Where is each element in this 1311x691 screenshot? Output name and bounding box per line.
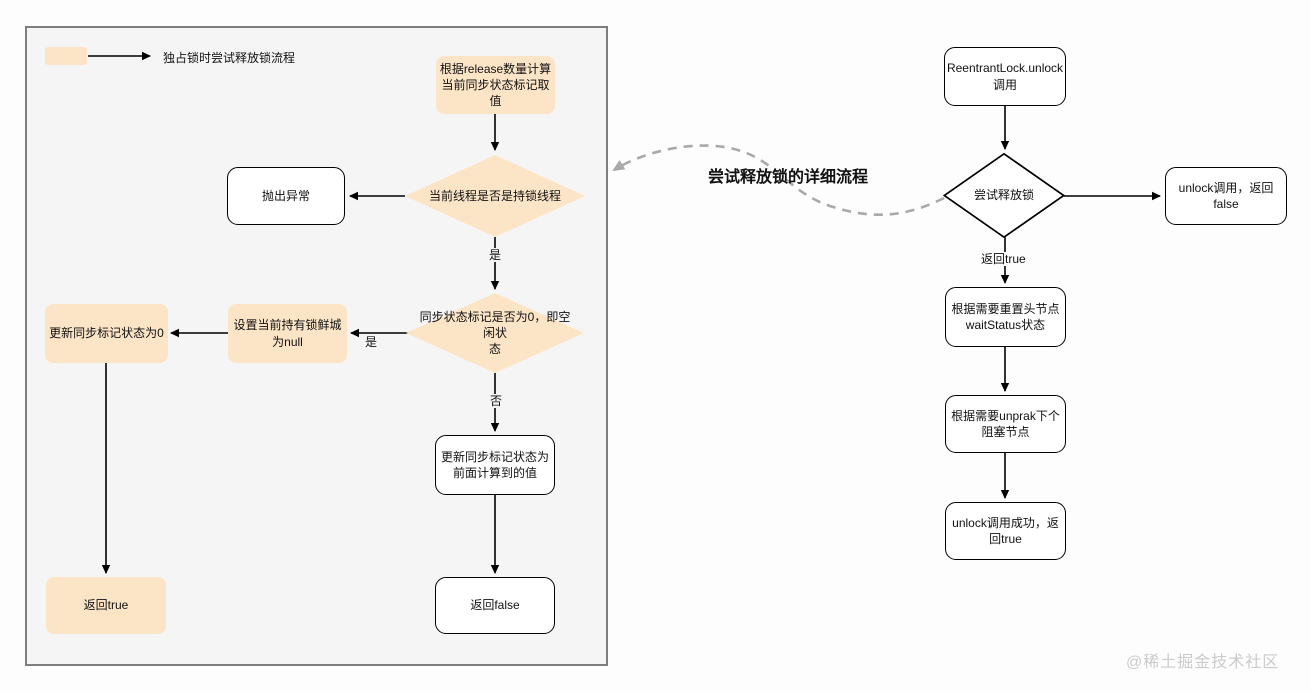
throw-exception-node: 抛出异常 xyxy=(227,167,345,225)
return-false-node: 返回false xyxy=(435,577,555,634)
try-release-decision: 尝试释放锁 xyxy=(943,153,1065,238)
calc-state-node: 根据release数量计算 当前同步状态标记取 值 xyxy=(436,56,555,114)
edge-label-return-true: 返回true xyxy=(979,252,1028,267)
return-false-label: 返回false xyxy=(470,598,520,613)
update-state-zero-node: 更新同步标记状态为0 xyxy=(45,304,168,363)
return-true-label: 返回true xyxy=(83,598,129,613)
update-state-zero-label: 更新同步标记状态为0 xyxy=(49,326,164,341)
reset-head-label: 根据需要重置头节点 waitStatus状态 xyxy=(951,301,1060,332)
throw-exception-label: 抛出异常 xyxy=(261,188,310,203)
unlock-call-node: ReentrantLock.unlock 调用 xyxy=(944,47,1066,106)
legend-label: 独占锁时尝试释放锁流程 xyxy=(163,51,296,65)
diamond-shape xyxy=(405,155,585,237)
detail-flow-title: 尝试释放锁的详细流程 xyxy=(707,169,868,186)
is-holder-thread-decision: 当前线程是否是持锁线程 xyxy=(405,155,585,237)
diamond-shape xyxy=(406,293,584,373)
is-state-zero-decision: 同步状态标记是否为0，即空闲状 态 xyxy=(406,293,584,373)
watermark: @稀土掘金技术社区 xyxy=(1126,654,1280,671)
diamond-shape xyxy=(943,153,1065,238)
is-state-zero-label: 同步状态标记是否为0，即空闲状 态 xyxy=(419,309,571,357)
update-state-calc-node: 更新同步标记状态为 前面计算到的值 xyxy=(435,435,555,495)
calc-state-label: 根据release数量计算 当前同步状态标记取 值 xyxy=(439,61,552,109)
return-true-node: 返回true xyxy=(46,577,166,634)
is-holder-thread-label: 当前线程是否是持锁线程 xyxy=(428,188,561,203)
set-owner-null-label: 设置当前持有锁鲜城 为null xyxy=(233,318,342,349)
legend-color-swatch xyxy=(45,47,87,65)
set-owner-null-node: 设置当前持有锁鲜城 为null xyxy=(228,304,347,363)
reset-head-node: 根据需要重置头节点 waitStatus状态 xyxy=(945,287,1066,347)
unpark-next-label: 根据需要unprak下个 阻塞节点 xyxy=(951,408,1060,439)
unlock-call-label: ReentrantLock.unlock 调用 xyxy=(946,61,1064,92)
unlock-return-false-node: unlock调用，返回 false xyxy=(1165,167,1287,225)
update-state-calc-label: 更新同步标记状态为 前面计算到的值 xyxy=(440,449,549,480)
edge-label-yes-1: 是 xyxy=(487,248,504,263)
unpark-next-node: 根据需要unprak下个 阻塞节点 xyxy=(945,395,1066,453)
unlock-success-label: unlock调用成功，返 回true xyxy=(952,515,1059,546)
unlock-return-false-label: unlock调用，返回 false xyxy=(1178,180,1274,211)
try-release-label: 尝试释放锁 xyxy=(973,188,1034,203)
edge-label-yes-2: 是 xyxy=(363,335,380,350)
unlock-success-node: unlock调用成功，返 回true xyxy=(945,502,1066,560)
edge-label-no: 否 xyxy=(488,394,505,409)
